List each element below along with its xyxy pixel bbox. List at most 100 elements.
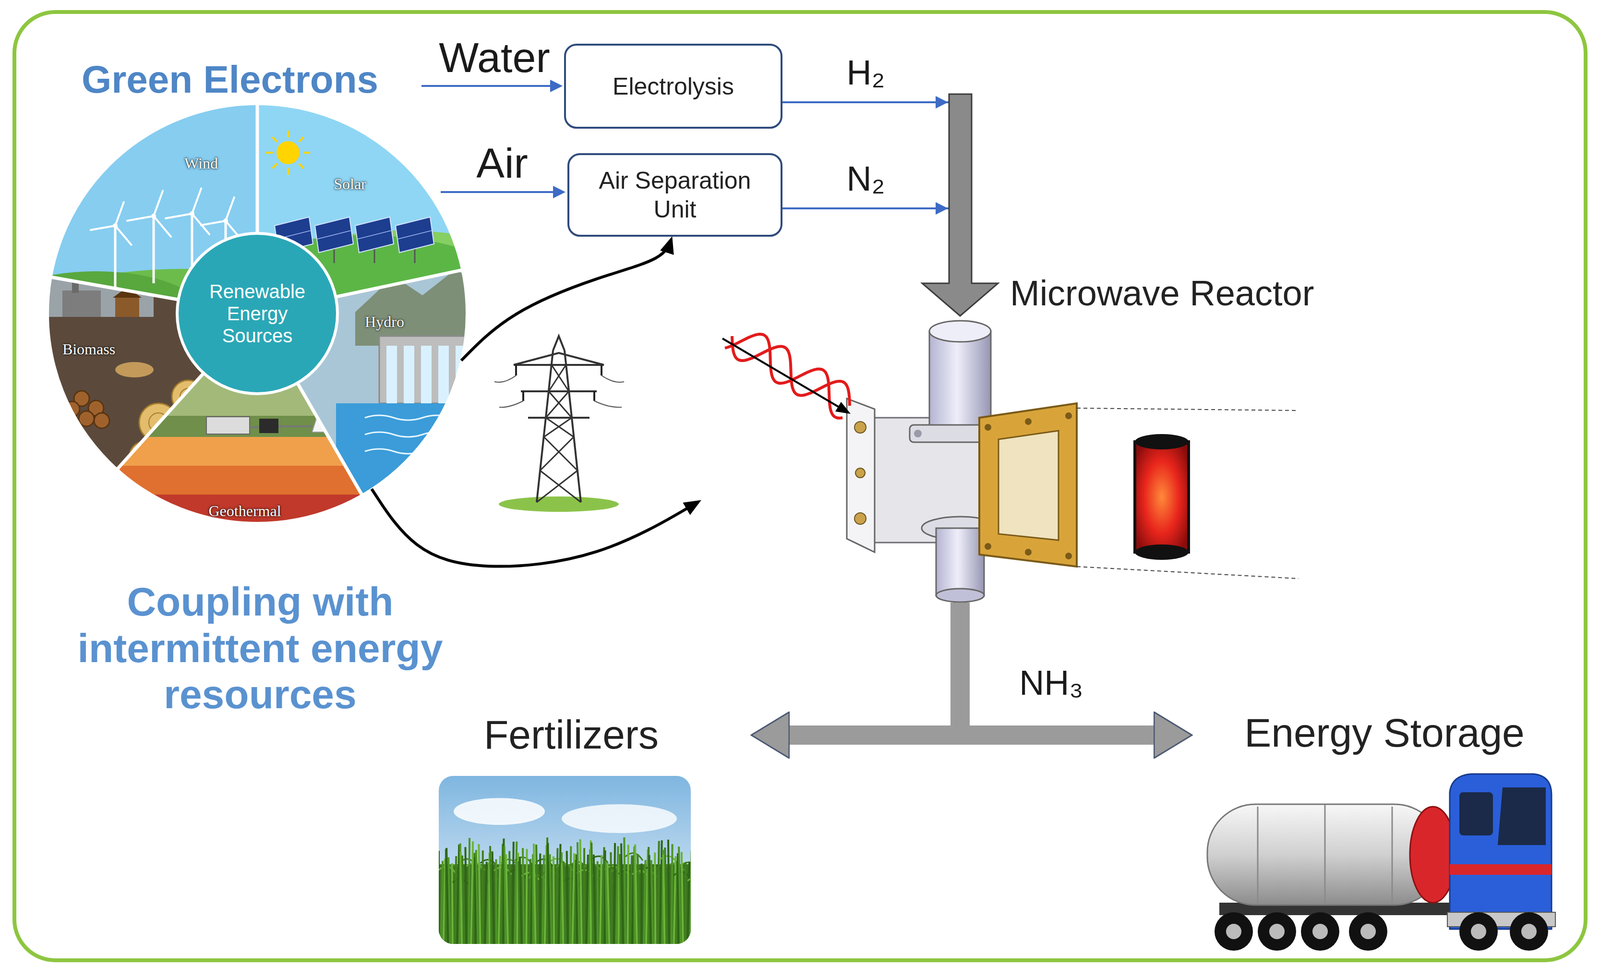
wheel-sector xyxy=(421,345,432,404)
wheel-sector xyxy=(201,220,226,226)
wheel-sector xyxy=(115,202,124,226)
source-label: Geothermal xyxy=(208,502,281,520)
corn-stalks xyxy=(556,847,558,944)
tanker-truck xyxy=(1449,864,1552,875)
process-label: Air Separation Unit xyxy=(583,166,767,224)
tanker-truck xyxy=(1269,923,1285,939)
microwave-arrow xyxy=(722,338,851,414)
section-caption: Coupling with intermittent energy resour… xyxy=(44,578,477,718)
wheel-sector xyxy=(136,448,152,464)
wheel-sector xyxy=(303,151,311,154)
corn-stalks xyxy=(689,850,691,944)
tanker-truck xyxy=(1300,912,1340,951)
wheel-sector xyxy=(379,336,476,404)
reactor-drawing xyxy=(936,528,985,596)
corn-stalks xyxy=(481,850,484,944)
wheel-sector xyxy=(78,410,95,427)
reactor-drawing xyxy=(936,588,985,602)
corn-stalks xyxy=(566,850,568,944)
pylon-symbol xyxy=(494,375,625,408)
wheel-sector xyxy=(414,247,416,264)
tanker-truck xyxy=(1257,806,1259,904)
power-connector xyxy=(461,236,673,361)
tanker-truck xyxy=(1459,912,1498,951)
hub-label: Renewable Energy Sources xyxy=(197,280,318,347)
feed-arrow xyxy=(440,191,556,193)
corn-stalks xyxy=(512,841,514,944)
reactor-drawing xyxy=(724,320,1299,602)
product-heading: Energy Storage xyxy=(1191,708,1577,758)
wheel-sector xyxy=(265,151,273,154)
wheel-sector xyxy=(272,163,277,169)
wheel-sector xyxy=(364,448,452,454)
wheel-sector xyxy=(259,418,279,434)
tanker-truck xyxy=(1207,773,1556,951)
corn-stalks xyxy=(549,854,552,944)
pylon-symbol xyxy=(536,336,581,503)
corn-stalks xyxy=(607,862,610,944)
corn-stalks xyxy=(484,861,487,944)
corn-stalks xyxy=(651,859,654,944)
source-label: Solar xyxy=(333,175,367,193)
tanker-truck xyxy=(1207,804,1443,905)
wheel-sector xyxy=(386,345,397,404)
gas-arrowhead xyxy=(935,96,949,109)
feed-arrow xyxy=(553,185,566,199)
tanker-truck xyxy=(1459,792,1493,836)
tanker-truck xyxy=(1521,923,1537,939)
reactor-drawing xyxy=(1024,548,1032,556)
wheel-sector xyxy=(373,247,376,264)
wheel-sector xyxy=(171,380,205,413)
source-label: Hydro xyxy=(364,312,405,331)
wheel-sector xyxy=(287,168,289,175)
process-box: Air Separation Unit xyxy=(567,153,783,237)
wheel-sector xyxy=(357,230,392,240)
tanker-truck xyxy=(1312,923,1328,939)
reactor-drawing xyxy=(998,430,1059,541)
wheel-sector xyxy=(90,225,116,230)
energy-wheel: WindSolarHydroGeothermalBiomassRenewable… xyxy=(48,104,467,523)
wheel-sector xyxy=(206,416,250,434)
pylon-symbol xyxy=(536,364,581,503)
wheel-sector xyxy=(112,223,118,229)
flow-label: H₂ xyxy=(843,52,889,93)
microwave-wave xyxy=(732,336,850,406)
reactor-drawing xyxy=(846,398,875,553)
tanker-truck xyxy=(1348,912,1388,951)
corn-stalks xyxy=(448,856,451,944)
wheel-sector xyxy=(438,345,449,404)
corn-stalks xyxy=(438,837,691,944)
reactor-drawing xyxy=(1134,433,1189,450)
corn-stalks xyxy=(621,843,624,944)
wheel-sector xyxy=(312,391,339,433)
process-box: Electrolysis xyxy=(564,43,783,129)
sector-divider xyxy=(48,104,467,523)
wheel-sector xyxy=(189,211,195,217)
tanker-truck xyxy=(1470,923,1487,939)
corn-stalks xyxy=(462,855,465,944)
wheel-sector xyxy=(192,188,202,214)
feed-arrow xyxy=(421,84,554,87)
corn-stalks xyxy=(643,859,646,944)
corn-stalks xyxy=(536,844,538,944)
corn-stalks xyxy=(570,846,572,944)
tanker-truck xyxy=(1391,806,1394,904)
corn-stalks xyxy=(542,854,544,944)
corn-stalks xyxy=(619,854,621,944)
corn-stalks xyxy=(684,861,687,944)
wheel-sector xyxy=(115,361,154,378)
corn-stalks xyxy=(596,861,599,944)
tanker-truck xyxy=(1324,804,1326,905)
wheel-sector xyxy=(120,465,409,495)
microwave-arrow xyxy=(722,338,840,408)
product-panel: Energy Storage xyxy=(1191,705,1585,951)
corn-stalks xyxy=(526,848,527,944)
hub-circle: Renewable Energy Sources xyxy=(175,231,339,396)
wheel-sector xyxy=(299,136,304,142)
wheel-sector xyxy=(395,216,434,253)
corn-stalks xyxy=(441,860,443,944)
corn-stalks xyxy=(563,861,566,944)
corn-stalks xyxy=(580,839,582,944)
corn-stalks xyxy=(498,855,501,944)
